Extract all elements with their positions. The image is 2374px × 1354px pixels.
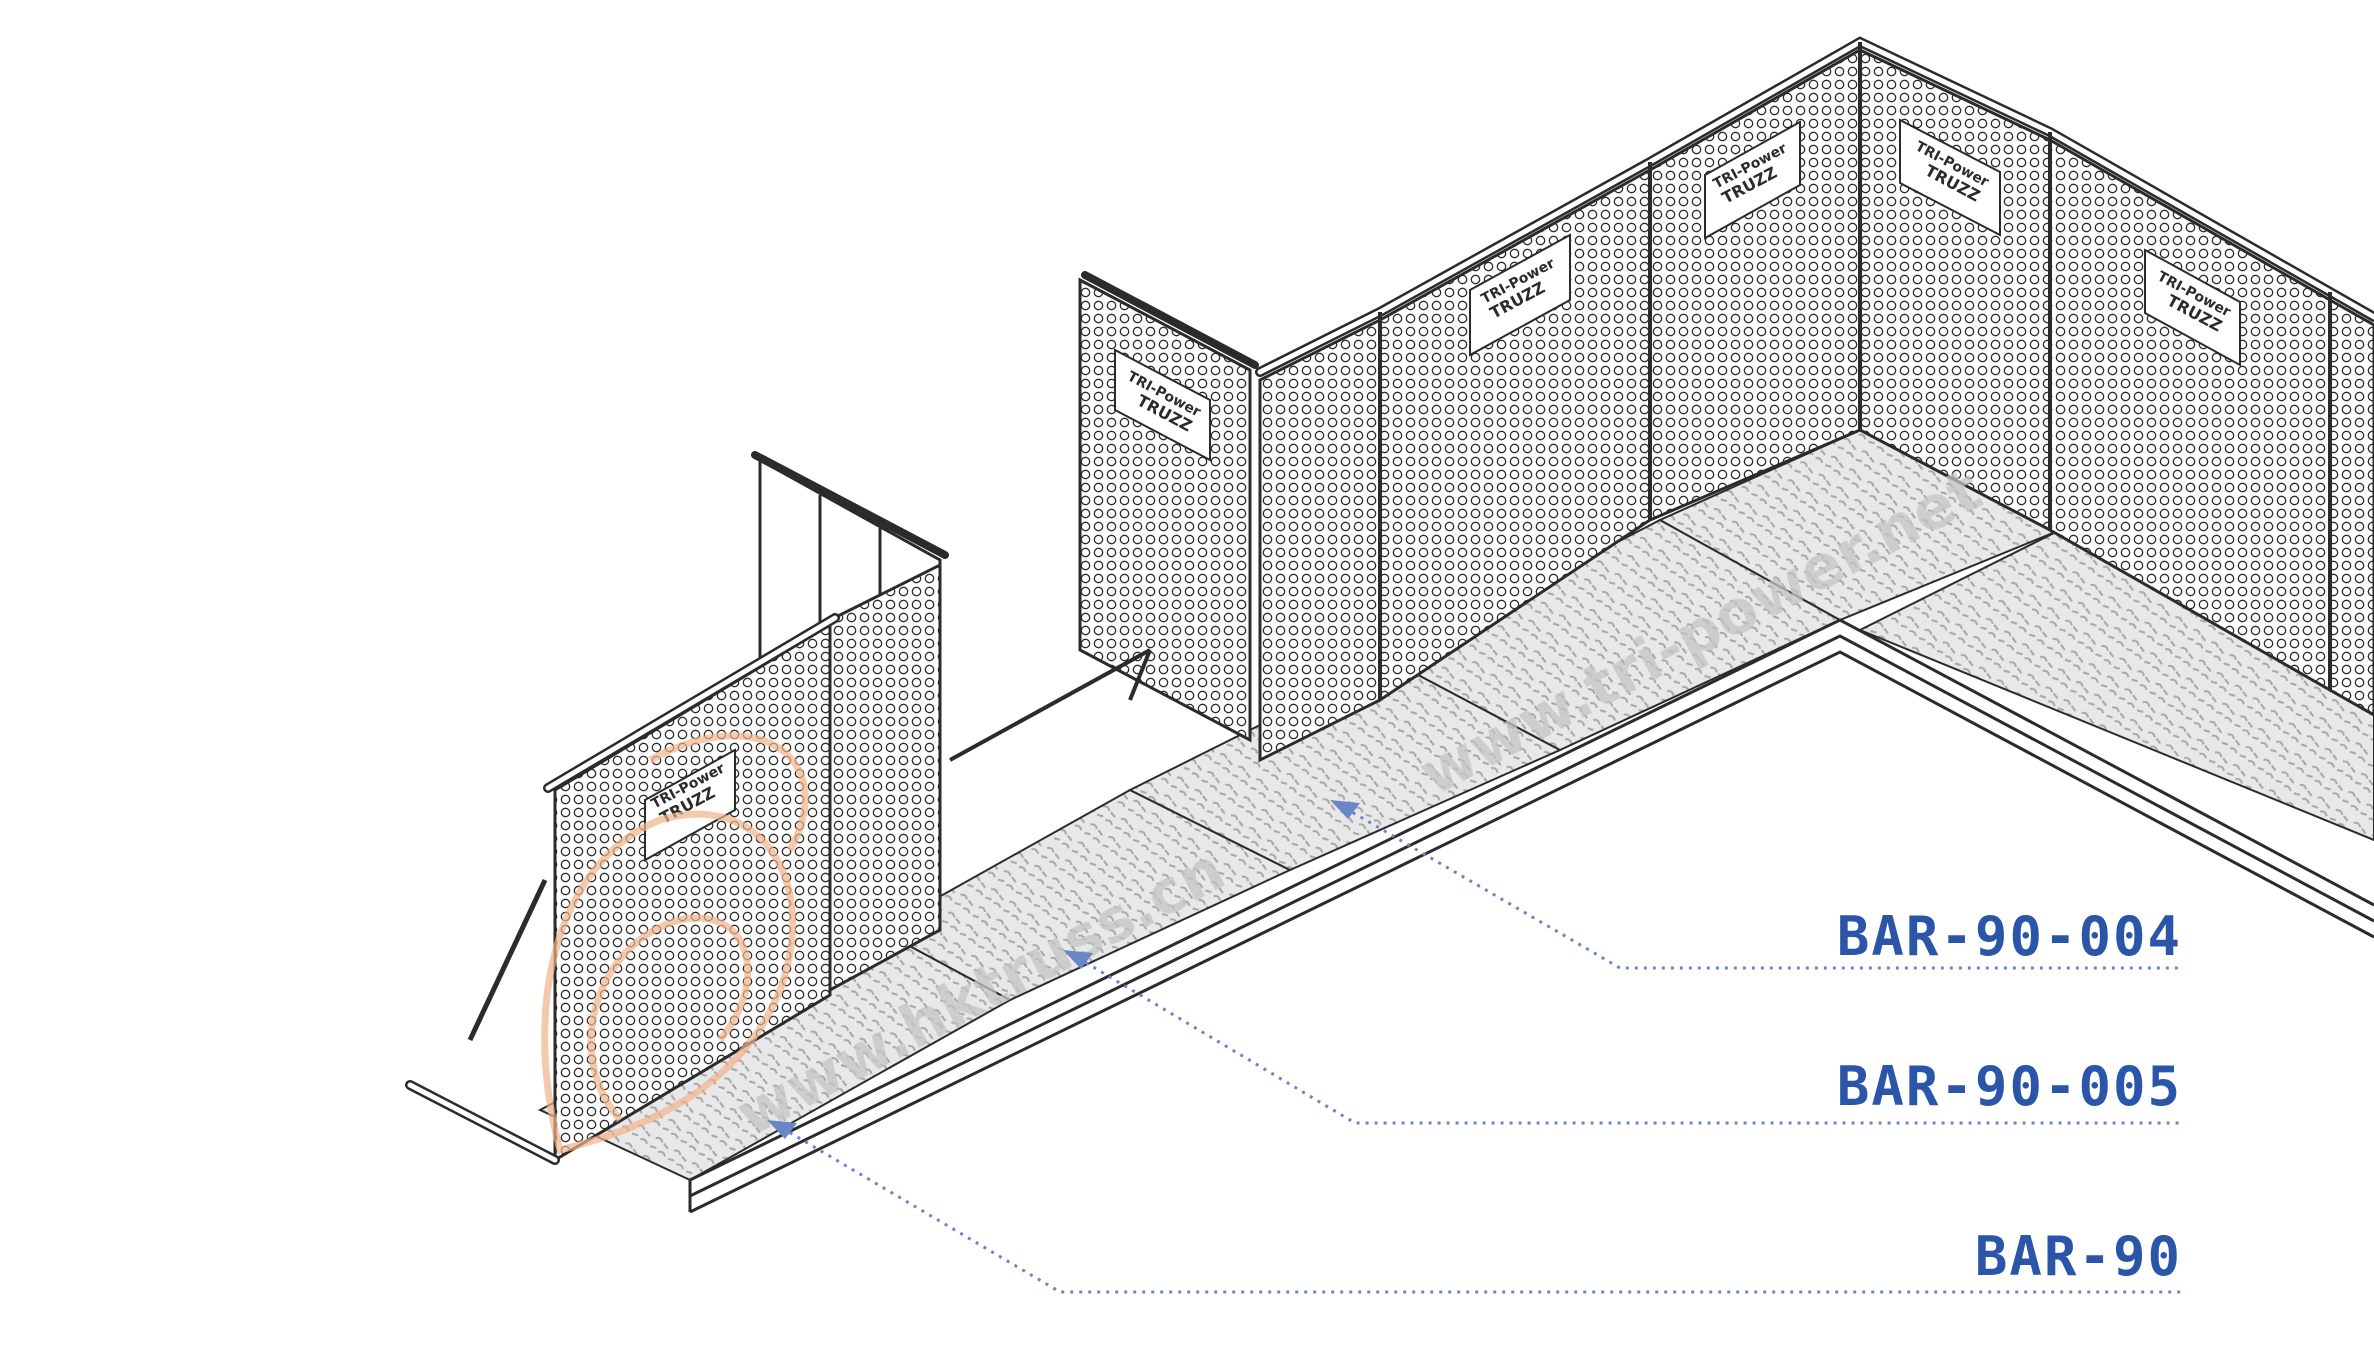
brand-plate: TRI-Power TRUZZ <box>1899 118 2001 237</box>
brand-plate: TRI-Power TRUZZ <box>1469 233 1571 357</box>
callout-label-bar-90-005: BAR-90-005 <box>1836 1055 2182 1118</box>
watermark-logo <box>541 732 809 1155</box>
leader-line <box>781 1126 2182 1294</box>
floor-plate <box>1857 528 2374 842</box>
rear-wall-panels <box>1255 36 2374 763</box>
callout-label-bar-90: BAR-90 <box>1974 1225 2182 1288</box>
floor-deck <box>537 428 2374 1214</box>
leader-arrowhead <box>767 1120 797 1139</box>
deck-edge <box>689 650 2374 1214</box>
leader-line <box>1077 956 2182 1125</box>
deck-edge <box>689 618 2374 1182</box>
barrier-panel <box>2328 297 2374 717</box>
brand-plate: TRI-Power TRUZZ <box>2144 248 2241 367</box>
barrier-panel <box>1258 317 1382 763</box>
leader-arrowhead <box>1330 800 1360 819</box>
callout-label-bar-90-004: BAR-90-004 <box>1836 905 2182 968</box>
gate-panel <box>949 271 1259 762</box>
brand-plate: TRI-Power TRUZZ <box>1114 348 1211 462</box>
deck-edge <box>689 634 2374 1198</box>
barrier-panel <box>828 562 942 993</box>
leader-arrowhead <box>1063 950 1093 969</box>
callout-arrowheads <box>767 800 1360 1139</box>
callout-leaders <box>781 806 2182 1294</box>
